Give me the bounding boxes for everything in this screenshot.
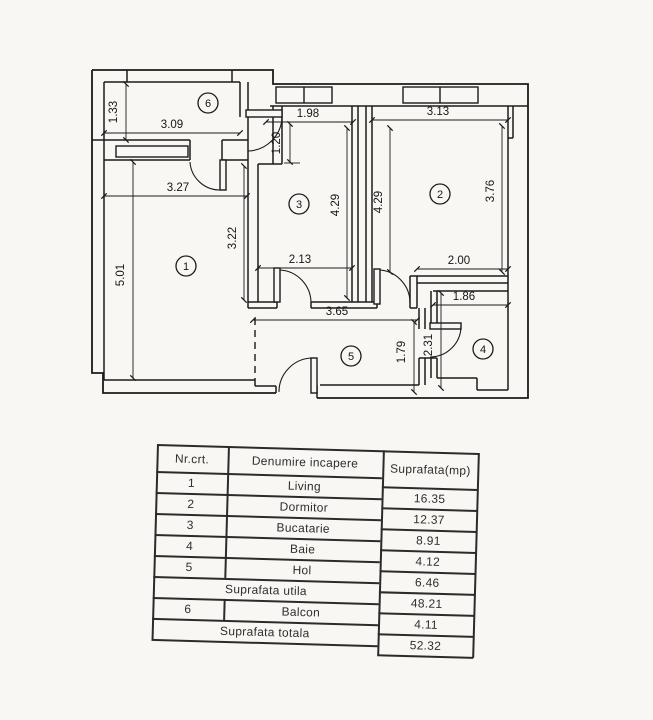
door-arc-entrance <box>278 357 314 393</box>
table-cell-area: 6.46 <box>414 574 440 590</box>
room-number-balcon: 6 <box>197 92 219 114</box>
floor-plan: 1.33 3.09 1.98 1.20 3.13 4.29 4.29 3.76 … <box>91 69 529 399</box>
table-cell-nr: 4 <box>185 538 194 553</box>
dim-hol-right-height: 1.79 <box>396 341 408 363</box>
dim-dormitor-height-right: 3.76 <box>485 180 497 202</box>
table-cell-nr: 2 <box>187 496 195 511</box>
dim-living-right-height: 3.22 <box>227 227 239 249</box>
dim-living-width: 3.27 <box>167 182 189 194</box>
door-arc-bedroom <box>379 269 411 304</box>
area-table: Nr.crt. Denumire incapere Suprafata(mp) … <box>151 444 480 665</box>
dimension-lines <box>100 80 512 396</box>
window-symbols <box>115 86 479 158</box>
door-arc-bathroom <box>429 325 462 358</box>
table-cell-area: 8.91 <box>415 532 441 548</box>
table-cell-area: 12.37 <box>413 511 445 527</box>
door-arc-living <box>189 161 221 191</box>
table-cell-area: 4.12 <box>415 553 441 569</box>
dim-bucatarie-nook: 1.20 <box>271 132 283 154</box>
dim-baie-width: 1.86 <box>453 291 475 303</box>
dim-balcon-width: 3.09 <box>161 119 183 131</box>
door-leaf-entrance <box>310 357 318 394</box>
dim-bucatarie-top-width: 1.98 <box>297 108 319 120</box>
room-numbers: 1 2 3 4 5 6 <box>175 92 494 367</box>
dim-dormitor-height-left: 4.29 <box>373 191 385 213</box>
room-number-living: 1 <box>175 255 197 277</box>
table-header-denumire: Denumire incapere <box>251 453 359 471</box>
dim-dormitor-width: 3.13 <box>427 106 449 118</box>
outer-walls <box>91 69 529 399</box>
door-leaf-living <box>219 159 227 191</box>
svg-text:2: 2 <box>437 189 443 201</box>
dim-living-height: 5.01 <box>115 264 127 286</box>
floor-plan-drawing: 1.33 3.09 1.98 1.20 3.13 4.29 4.29 3.76 … <box>91 69 529 399</box>
door-arc-kitchen <box>279 269 312 303</box>
svg-text:4: 4 <box>480 344 486 356</box>
dim-baie-height: 2.31 <box>423 334 435 356</box>
room-number-bucatarie: 3 <box>288 193 310 215</box>
room-number-dormitor: 2 <box>429 183 451 205</box>
table-cell-area: 16.35 <box>413 490 446 506</box>
dimension-labels: 1.33 3.09 1.98 1.20 3.13 4.29 4.29 3.76 … <box>108 101 497 363</box>
door-leaf-bathroom <box>429 322 462 330</box>
table-cell-nr: 1 <box>187 475 196 490</box>
svg-text:6: 6 <box>205 98 211 110</box>
table-header-suprafata: Suprafata(mp) <box>389 461 471 478</box>
dim-bucatarie-height: 4.29 <box>330 194 342 216</box>
svg-text:5: 5 <box>348 351 354 363</box>
door-symbols <box>189 109 462 394</box>
table-cell-area: 4.11 <box>414 616 439 632</box>
dim-balcon-height: 1.33 <box>108 101 120 123</box>
table-cell-nr: 3 <box>186 517 194 532</box>
door-leaf-balcony <box>245 109 283 118</box>
door-leaf-kitchen <box>273 267 281 303</box>
table-cell-area: 48.21 <box>410 595 443 611</box>
table-cell-area: 52.32 <box>409 637 442 653</box>
table-cell-nr: 5 <box>185 559 193 574</box>
dim-bucatarie-width: 2.13 <box>289 254 311 266</box>
dim-hol-width: 3.65 <box>326 306 348 318</box>
dim-dormitor-bottom-width: 2.00 <box>448 255 470 267</box>
door-leaf-bedroom <box>373 268 381 305</box>
room-number-baie: 4 <box>472 338 494 360</box>
svg-text:1: 1 <box>183 261 189 273</box>
svg-text:3: 3 <box>296 199 302 211</box>
table-header-nr: Nr.crt. <box>174 451 210 466</box>
table-cell-nr: 6 <box>184 601 192 616</box>
window-balcony-icon <box>115 145 189 158</box>
room-number-hol: 5 <box>340 345 362 367</box>
